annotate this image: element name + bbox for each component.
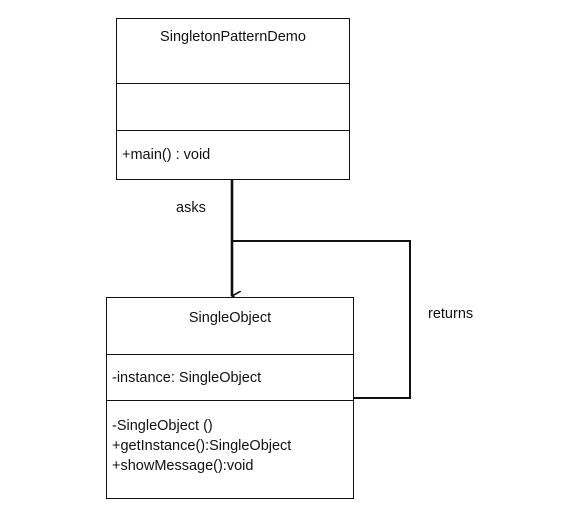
methods-section: +main() : void [117, 130, 349, 165]
class-name: SingletonPatternDemo [160, 29, 306, 45]
class-name-section: SingleObject [107, 298, 353, 354]
method-get-instance: +getInstance():SingleObject [112, 438, 292, 454]
class-singleton-pattern-demo[interactable]: SingletonPatternDemo +main() : void [116, 18, 350, 180]
method-constructor: -SingleObject () [112, 418, 213, 434]
class-single-object[interactable]: SingleObject -instance: SingleObject -Si… [106, 297, 354, 499]
attributes-section [117, 83, 349, 130]
class-name: SingleObject [188, 310, 272, 326]
method-show-message: +showMessage():void [112, 458, 254, 474]
class-name-section: SingletonPatternDemo [117, 19, 349, 83]
asks-label: asks [176, 200, 206, 216]
attribute-instance: -instance: SingleObject [112, 370, 262, 386]
returns-label: returns [428, 306, 474, 322]
returns-connector [231, 240, 411, 399]
attributes-section: -instance: SingleObject [107, 354, 353, 400]
method-main: +main() : void [122, 147, 211, 163]
methods-section: -SingleObject () +getInstance():SingleOb… [107, 400, 353, 476]
